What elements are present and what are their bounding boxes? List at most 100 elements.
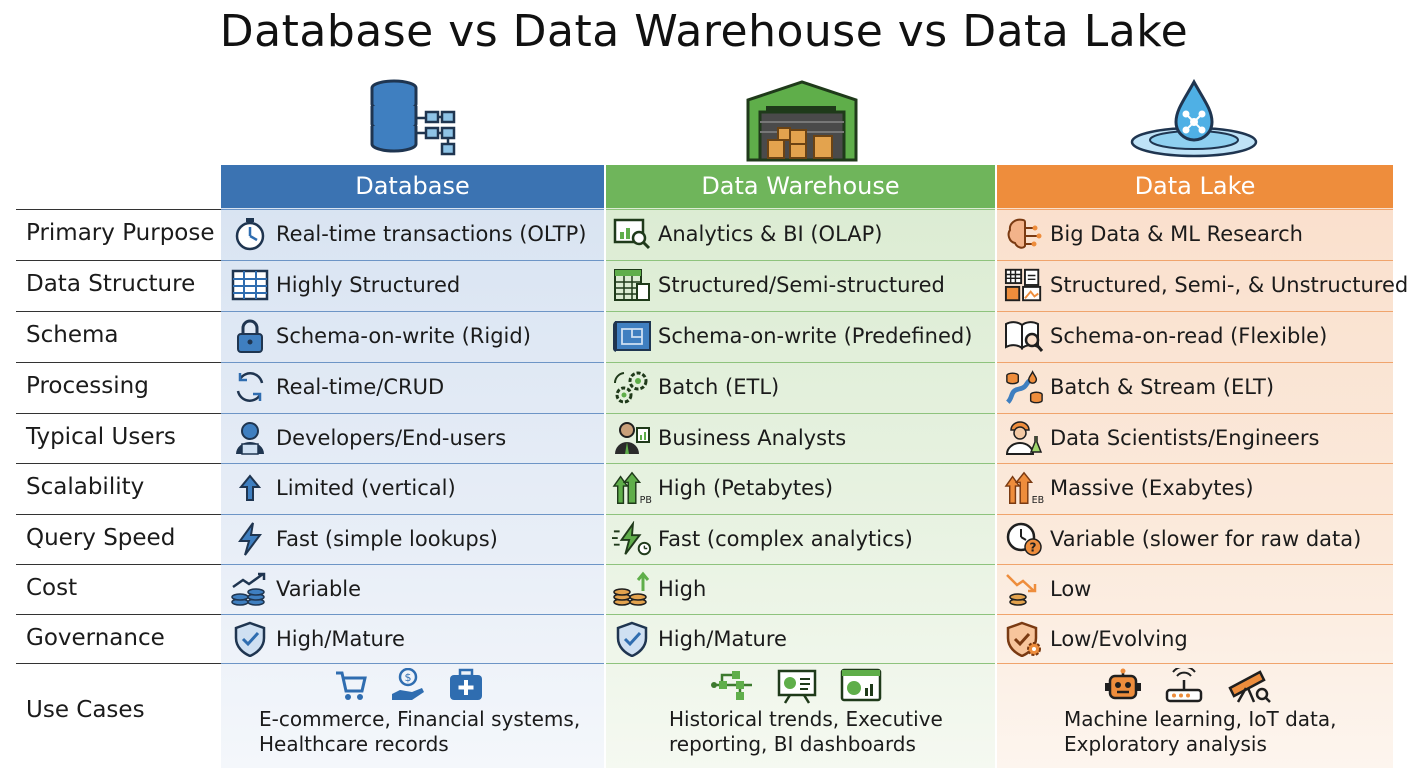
cell-text: Developers/End-users (276, 426, 507, 450)
robot-icon (1105, 668, 1141, 700)
table-cell: Schema-on-read (Flexible) (1004, 312, 1327, 360)
cell-text: Variable (276, 577, 362, 601)
table-cell: Data Scientists/Engineers (1004, 414, 1319, 462)
money-hand-icon: $ (392, 668, 424, 700)
column-header-data-lake: Data Lake (997, 165, 1393, 208)
table-cell: Business Analysts (612, 414, 846, 462)
row-label: Schema (26, 322, 119, 348)
table-cell: ?Variable (slower for raw data) (1004, 515, 1361, 563)
row-label: Scalability (26, 474, 145, 500)
use-case-line: Historical trends, Executive (669, 707, 943, 731)
cell-text: Big Data & ML Research (1050, 222, 1303, 246)
use-case-icons-data-warehouse (710, 668, 882, 704)
scientist-icon (1004, 420, 1044, 456)
row-label: Processing (26, 373, 149, 399)
coins-down-icon (1004, 571, 1044, 607)
cell-text: High (Petabytes) (658, 476, 834, 500)
telescope-icon (1228, 670, 1271, 703)
mixed-files-icon (1004, 267, 1044, 303)
table-cell: Fast (complex analytics) (612, 515, 913, 563)
gears-icon (612, 369, 652, 405)
cell-text: Low/Evolving (1050, 627, 1188, 651)
cell-text: High (658, 577, 707, 601)
table-cell: Fast (simple lookups) (230, 515, 498, 563)
open-book-magnifier-icon (1004, 318, 1044, 354)
cell-text: Highly Structured (276, 273, 461, 297)
cell-text: Batch & Stream (ELT) (1050, 375, 1275, 399)
row-label: Query Speed (26, 525, 176, 551)
use-case-text-data-lake: Machine learning, IoT data, Exploratory … (1064, 707, 1337, 757)
shield-check-icon (230, 621, 270, 657)
use-case-line: E-commerce, Financial systems, (259, 707, 581, 731)
table-cell: Structured, Semi-, & Unstructured (1004, 261, 1408, 309)
use-case-icons-data-lake (1104, 668, 1272, 704)
row-label: Typical Users (26, 424, 176, 450)
table-cell: Schema-on-write (Rigid) (230, 312, 531, 360)
sync-arrows-icon (230, 369, 270, 405)
svg-text:PB: PB (640, 495, 652, 506)
cell-text: Structured/Semi-structured (658, 273, 945, 297)
table-cell: Low/Evolving (1004, 615, 1188, 663)
table-cell: Developers/End-users (230, 414, 506, 462)
cell-text: Low (1050, 577, 1092, 601)
stopwatch-icon (230, 216, 270, 252)
database-column (221, 208, 604, 768)
coins-trend-icon (230, 571, 270, 607)
coins-up-icon (612, 571, 652, 607)
cell-text: Schema-on-read (Flexible) (1050, 324, 1328, 348)
table-cell: PB High (Petabytes) (612, 464, 833, 512)
table-cell: Low (1004, 565, 1091, 613)
water-drop-lake-icon (1130, 78, 1258, 158)
flowchart-icon (711, 671, 752, 700)
cell-text: Schema-on-write (Predefined) (658, 324, 973, 348)
table-cell: EB Massive (Exabytes) (1004, 464, 1254, 512)
cell-text: High/Mature (658, 627, 787, 651)
table-cell: Batch (ETL) (612, 363, 779, 411)
use-case-icons-database: $ (334, 668, 484, 702)
blueprint-icon (612, 318, 652, 354)
cell-text: Real-time/CRUD (276, 375, 445, 399)
cell-text: Real-time transactions (OLTP) (276, 222, 587, 246)
cell-text: Business Analysts (658, 426, 847, 450)
svg-text:?: ? (1030, 541, 1037, 555)
business-analyst-icon (612, 420, 652, 456)
shield-check-icon (612, 621, 652, 657)
medical-kit-icon (450, 668, 482, 700)
cell-text: Massive (Exabytes) (1050, 476, 1254, 500)
lightning-icon (230, 521, 270, 557)
iot-router-icon (1165, 668, 1203, 703)
table-grid-icon (230, 267, 270, 303)
row-label: Data Structure (26, 271, 196, 297)
table-cell: High/Mature (612, 615, 787, 663)
cell-text: Batch (ETL) (658, 375, 780, 399)
table-cell: Batch & Stream (ELT) (1004, 363, 1274, 411)
database-server-icon (370, 79, 456, 156)
padlock-icon (230, 318, 270, 354)
page-title: Database vs Data Warehouse vs Data Lake (219, 6, 1189, 57)
svg-text:EB: EB (1032, 495, 1044, 506)
cell-text: Fast (simple lookups) (276, 527, 498, 551)
use-case-text-database: E-commerce, Financial systems, Healthcar… (259, 707, 580, 757)
shopping-cart-icon (336, 671, 367, 700)
table-cell: Real-time/CRUD (230, 363, 444, 411)
up-arrow-icon (230, 470, 270, 506)
clock-question-icon: ? (1004, 521, 1044, 557)
use-case-line: Machine learning, IoT data, (1064, 707, 1337, 731)
table-cell: High/Mature (230, 615, 405, 663)
cell-text: High/Mature (276, 627, 405, 651)
cell-text: Data Scientists/Engineers (1050, 426, 1320, 450)
cell-text: Fast (complex analytics) (658, 527, 913, 551)
row-label: Primary Purpose (26, 220, 215, 246)
column-header-database: Database (221, 165, 604, 208)
cell-text: Schema-on-write (Rigid) (276, 324, 531, 348)
warehouse-icon (746, 80, 858, 162)
column-header-data-warehouse: Data Warehouse (606, 165, 995, 208)
presentation-icon (777, 669, 817, 704)
table-cell: High (612, 565, 706, 613)
lightning-clock-icon (612, 521, 652, 557)
use-case-text-data-warehouse: Historical trends, Executive reporting, … (669, 707, 943, 757)
table-cell: Highly Structured (230, 261, 460, 309)
table-cell: Big Data & ML Research (1004, 210, 1303, 258)
use-case-line: Exploratory analysis (1064, 732, 1267, 756)
cell-text: Analytics & BI (OLAP) (658, 222, 883, 246)
